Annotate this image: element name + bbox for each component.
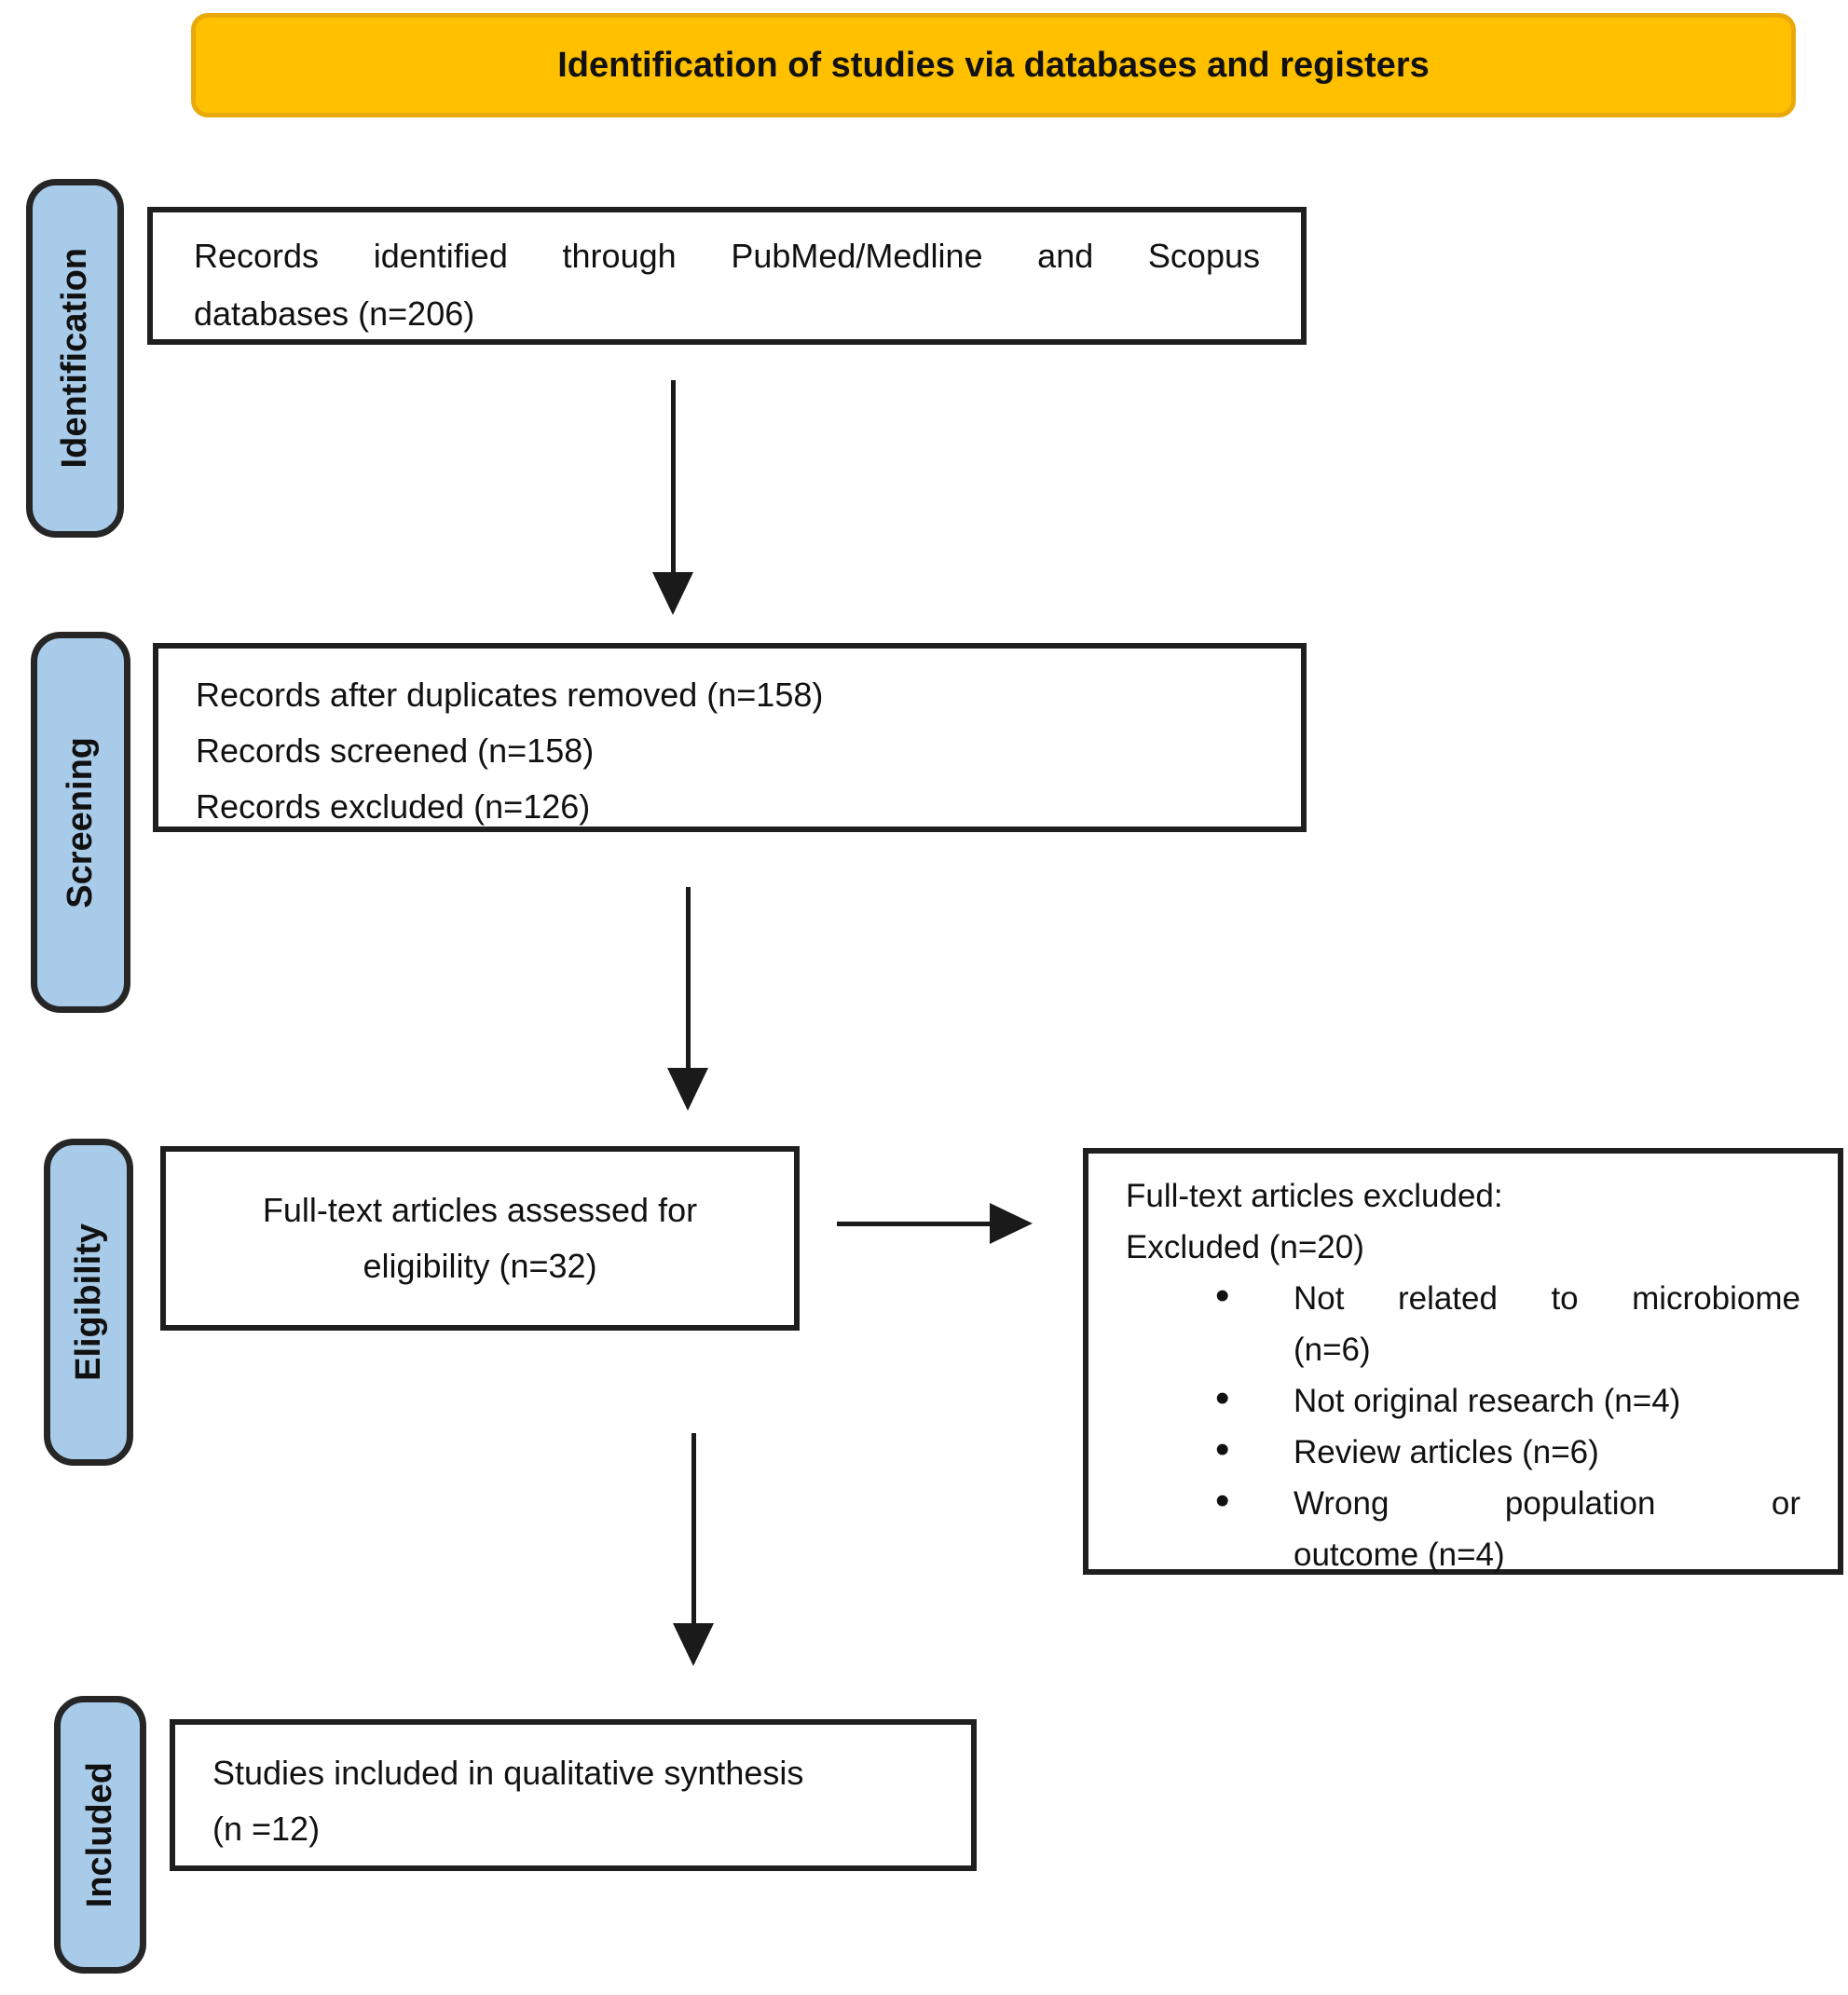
bullet-line: Not related to microbiome [1294, 1280, 1800, 1317]
box-line: Studies included in qualitative synthesi… [212, 1754, 804, 1792]
arrow-shaft [671, 380, 676, 572]
box-line: eligibility (n=32) [363, 1247, 597, 1285]
exclusion-reason-item: Review articles (n=6) [1215, 1424, 1800, 1478]
stage-label-text: Identification [55, 248, 94, 469]
banner: Identification of studies via databases … [191, 13, 1796, 117]
arrow-shaft [691, 1433, 696, 1623]
exclusion-reason-item: Wrong population or outcome (n=4) [1215, 1475, 1800, 1580]
box-studies-included: Studies included in qualitative synthesi… [170, 1719, 977, 1871]
arrow-shaft [837, 1222, 990, 1226]
box-text: Full-text articles assessed for eligibil… [263, 1182, 697, 1294]
box-records-identified: Records identified through PubMed/Medlin… [147, 207, 1307, 345]
bullet-line: outcome (n=4) [1294, 1537, 1505, 1573]
stage-label-eligibility: Eligibility [44, 1139, 133, 1466]
box-line: Excluded (n=20) [1126, 1229, 1364, 1265]
arrow-eligibility-to-included [673, 1433, 714, 1666]
stage-label-included: Included [54, 1696, 146, 1974]
arrow-head-down-icon [652, 572, 693, 615]
arrow-screening-to-eligibility [667, 887, 708, 1111]
box-line: Full-text articles excluded: [1126, 1178, 1503, 1214]
arrow-head-down-icon [673, 1623, 714, 1666]
arrow-eligibility-to-excluded [837, 1203, 1033, 1244]
exclusion-reason-item: Not original research (n=4) [1215, 1373, 1800, 1427]
bullet-line: Wrong population or [1294, 1485, 1800, 1522]
arrow-head-right-icon [990, 1203, 1033, 1244]
arrow-head-down-icon [667, 1068, 708, 1111]
stage-label-text: Screening [61, 736, 100, 909]
arrow-shaft [686, 887, 691, 1068]
box-fulltext-assessed: Full-text articles assessed for eligibil… [160, 1146, 800, 1331]
box-line: databases (n=206) [194, 294, 475, 333]
exclusion-reason-item: Not related to microbiome (n=6) [1215, 1270, 1800, 1375]
box-line: Records screened (n=158) [196, 731, 595, 770]
box-line: Full-text articles assessed for [262, 1191, 698, 1229]
exclusion-reason-list: Not related to microbiome (n=6) Not orig… [1126, 1270, 1800, 1580]
box-fulltext-excluded: Full-text articles excluded: Excluded (n… [1083, 1148, 1843, 1575]
stage-label-text: Included [80, 1761, 119, 1908]
box-line: Records after duplicates removed (n=158) [196, 676, 824, 714]
bullet-line: Review articles (n=6) [1294, 1434, 1599, 1470]
arrow-identification-to-screening [652, 380, 693, 615]
box-line: (n =12) [212, 1810, 321, 1848]
bullet-line: (n=6) [1294, 1332, 1371, 1368]
banner-title: Identification of studies via databases … [557, 45, 1430, 85]
stage-label-identification: Identification [26, 179, 124, 538]
bullet-line: Not original research (n=4) [1294, 1383, 1681, 1419]
box-records-screened: Records after duplicates removed (n=158)… [153, 643, 1307, 832]
stage-label-screening: Screening [31, 632, 130, 1013]
stage-label-text: Eligibility [68, 1223, 108, 1381]
box-line: Records identified through PubMed/Medlin… [194, 237, 1260, 275]
box-line: Records excluded (n=126) [196, 787, 591, 826]
